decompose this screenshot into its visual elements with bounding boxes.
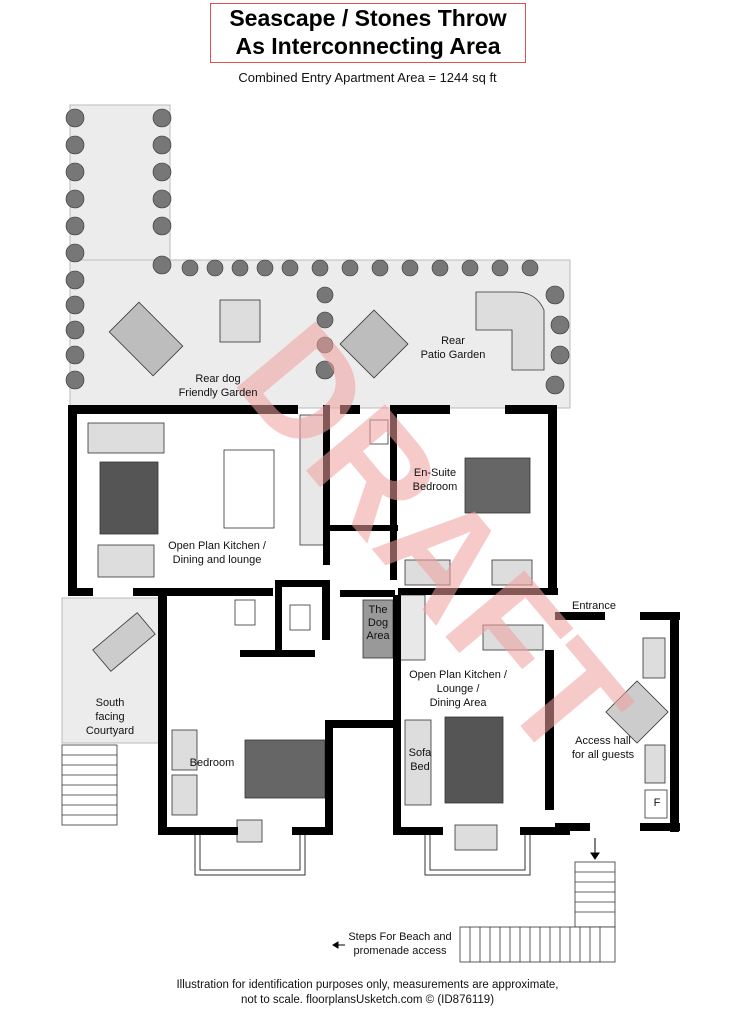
bed	[244, 739, 326, 799]
label-fridge: F	[654, 797, 661, 809]
steps	[61, 744, 616, 963]
arrow-icon	[332, 838, 600, 949]
footer-disclaimer: Illustration for identification purposes…	[0, 978, 735, 1008]
bedroom-table	[236, 819, 263, 843]
hall-table	[605, 680, 669, 744]
footer-line-1: Illustration for identification purposes…	[176, 979, 559, 991]
toilet	[234, 599, 256, 626]
title-line-2: As Interconnecting Area	[235, 33, 501, 59]
corner-sofa	[475, 291, 545, 371]
label-dog-area-3: Area	[366, 630, 390, 642]
label-rear-patio-1: Rear	[441, 335, 465, 347]
label-access-hall-1: Access hall	[575, 735, 631, 747]
toilet	[369, 419, 389, 445]
room-labels: Rear dog Friendly Garden Rear Patio Gard…	[86, 335, 661, 957]
label-kitchen-lounge-1: Open Plan Kitchen /	[409, 669, 508, 681]
cabinet	[491, 559, 533, 586]
label-bedroom: Bedroom	[190, 757, 235, 769]
garden-sofa	[219, 299, 261, 343]
label-kitchen-1: Open Plan Kitchen /	[168, 540, 267, 552]
bedroom-cabinet	[171, 729, 198, 771]
fridge	[644, 789, 668, 819]
label-kitchen-lounge-2: Lounge /	[437, 683, 481, 695]
label-sofa-bed-2: Bed	[410, 761, 430, 773]
label-steps-1: Steps For Beach and	[348, 931, 451, 943]
footer-line-2: not to scale. floorplansUsketch.com © (I…	[240, 994, 495, 1006]
label-dog-area-1: The	[369, 604, 388, 616]
label-access-hall-2: for all guests	[572, 749, 635, 761]
label-sofa-bed-1: Sofa	[409, 747, 433, 759]
sofa	[87, 422, 165, 454]
kitchen-island	[482, 624, 544, 651]
label-courtyard-2: facing	[95, 711, 124, 723]
armchair	[454, 824, 498, 851]
label-entrance: Entrance	[572, 600, 616, 612]
patio-table	[339, 309, 409, 379]
courtyard-table	[92, 612, 156, 672]
title-line-1: Seascape / Stones Throw	[229, 5, 507, 31]
rug	[99, 461, 159, 535]
sofa	[97, 544, 155, 578]
label-kitchen-2: Dining and lounge	[173, 554, 262, 566]
hall-cabinet	[642, 637, 666, 679]
sofa	[404, 559, 451, 586]
toilet	[289, 604, 311, 631]
bay-windows	[194, 835, 531, 876]
label-kitchen-lounge-3: Dining Area	[430, 697, 488, 709]
label-ensuite-1: En-Suite	[414, 467, 456, 479]
label-courtyard-3: Courtyard	[86, 725, 134, 737]
rug	[444, 716, 504, 804]
area-subtitle: Combined Entry Apartment Area = 1244 sq …	[238, 70, 497, 85]
bed	[464, 457, 531, 514]
dog-area-floor	[362, 599, 394, 659]
label-rear-dog-garden-1: Rear dog	[195, 373, 240, 385]
label-courtyard-1: South	[96, 697, 125, 709]
hall-cabinet	[644, 744, 666, 784]
walls	[68, 405, 680, 835]
bedroom-cabinet	[171, 774, 198, 816]
title-box: Seascape / Stones Throw As Interconnecti…	[210, 3, 526, 63]
label-dog-area-2: Dog	[368, 617, 388, 629]
sofa-bed	[404, 719, 432, 806]
furniture	[87, 291, 669, 851]
plant-icons	[65, 108, 570, 395]
dining-table	[223, 449, 275, 529]
label-steps-2: promenade access	[354, 945, 447, 957]
garden-table	[108, 301, 184, 377]
label-ensuite-2: Bedroom	[413, 481, 458, 493]
label-rear-dog-garden-2: Friendly Garden	[179, 387, 258, 399]
label-rear-patio-2: Patio Garden	[421, 349, 486, 361]
